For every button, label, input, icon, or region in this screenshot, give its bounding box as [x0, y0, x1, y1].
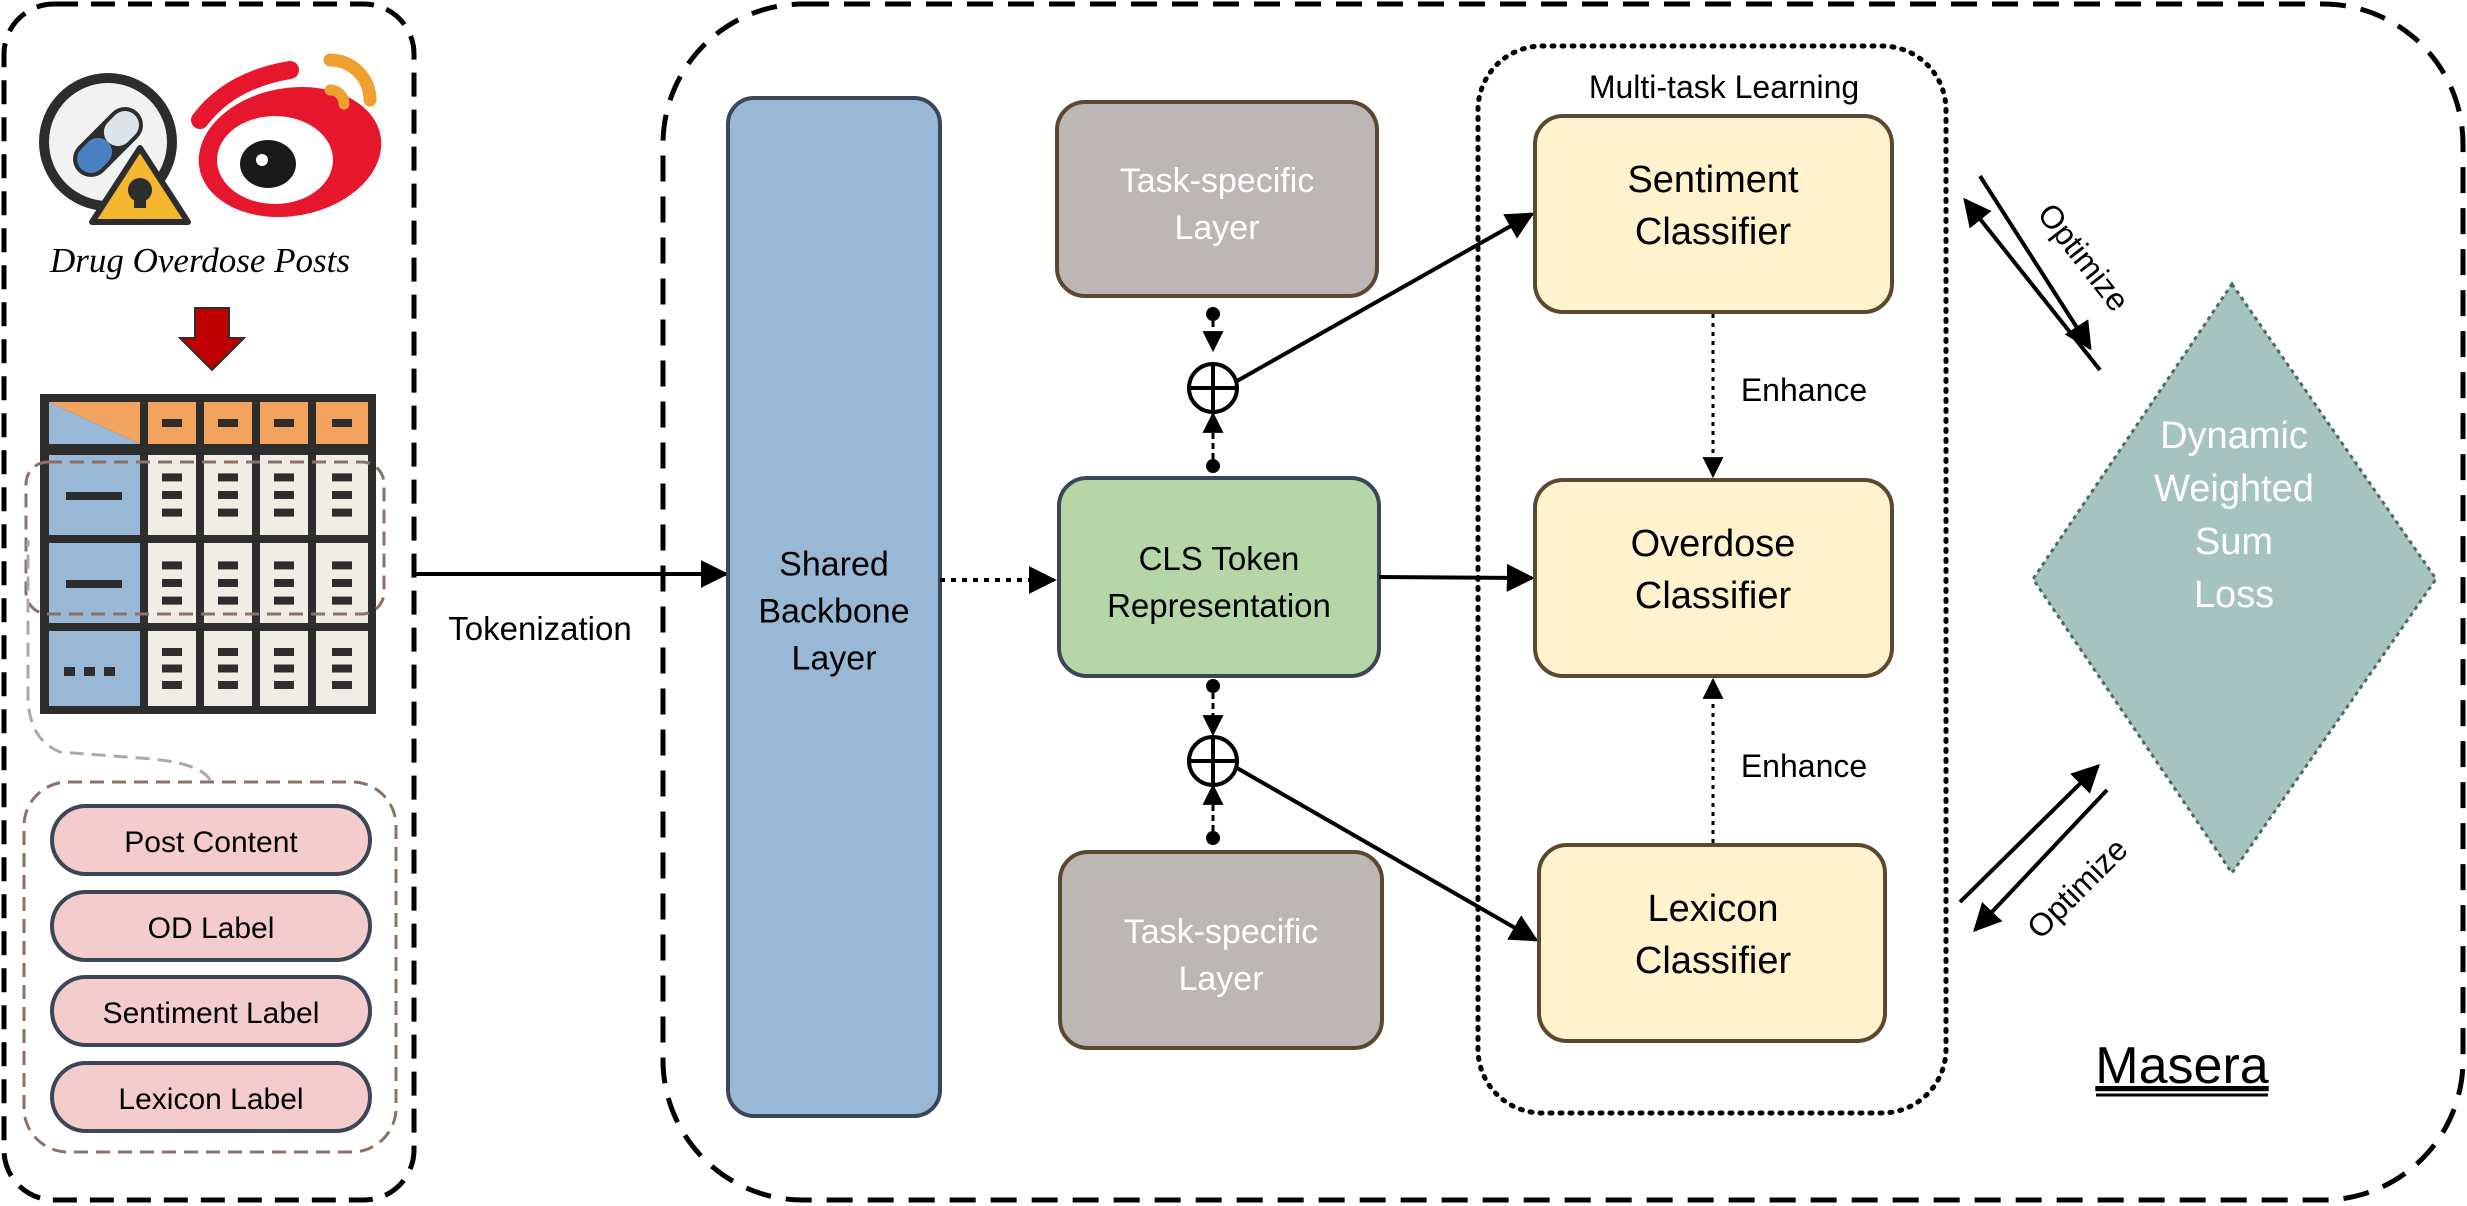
tokenization-label: Tokenization — [448, 610, 631, 647]
data-panel — [1, 1, 417, 1203]
cls-token-box — [1057, 476, 1381, 678]
field-lexicon-label-text: Lexicon Label — [118, 1083, 303, 1116]
model-name: Masera — [2095, 1037, 2268, 1095]
enhance-bottom-label: Enhance — [1741, 748, 1867, 784]
field-sentiment-label-text: Sentiment Label — [103, 997, 320, 1030]
field-od-label-text: OD Label — [148, 912, 275, 945]
weibo-logo-icon — [191, 53, 382, 218]
field-od-label: OD Label — [50, 890, 372, 962]
field-lexicon-label: Lexicon Label — [50, 1061, 372, 1133]
fusion-to-lexicon-arrow — [1236, 766, 1539, 942]
shared-backbone-box — [726, 96, 942, 1118]
pill-warning-icon — [39, 73, 191, 225]
fusion-bottom — [1187, 679, 1239, 845]
fusion-to-sentiment-arrow — [1236, 212, 1535, 383]
field-post-content-label: Post Content — [124, 826, 298, 859]
fields-connector — [26, 540, 212, 781]
fusion-top — [1187, 307, 1239, 473]
field-sentiment-label: Sentiment Label — [50, 975, 372, 1047]
optimize-bottom-arrows — [1958, 764, 2109, 933]
optimize-top-arrows — [1963, 174, 2102, 372]
task-layer-top-box — [1055, 100, 1379, 298]
multitask-title: Multi-task Learning — [1589, 69, 1859, 105]
sentiment-classifier-box — [1533, 114, 1894, 314]
down-arrow-icon — [177, 307, 247, 372]
optimize-bottom-label: Optimize — [2020, 831, 2135, 946]
data-table-icon — [24, 394, 386, 714]
data-caption: Drug Overdose Posts — [49, 241, 350, 280]
task-layer-bottom-box — [1058, 850, 1384, 1050]
multitask-group — [1475, 43, 1949, 1116]
fields-group — [22, 780, 398, 1154]
loss-diamond — [2031, 281, 2438, 876]
enhance-top-label: Enhance — [1741, 372, 1867, 408]
overdose-classifier-box — [1533, 478, 1894, 678]
lexicon-classifier-box — [1537, 843, 1887, 1043]
cls-to-overdose-arrow — [1378, 563, 1535, 592]
masera-panel — [660, 1, 2466, 1203]
field-post-content: Post Content — [50, 804, 372, 876]
